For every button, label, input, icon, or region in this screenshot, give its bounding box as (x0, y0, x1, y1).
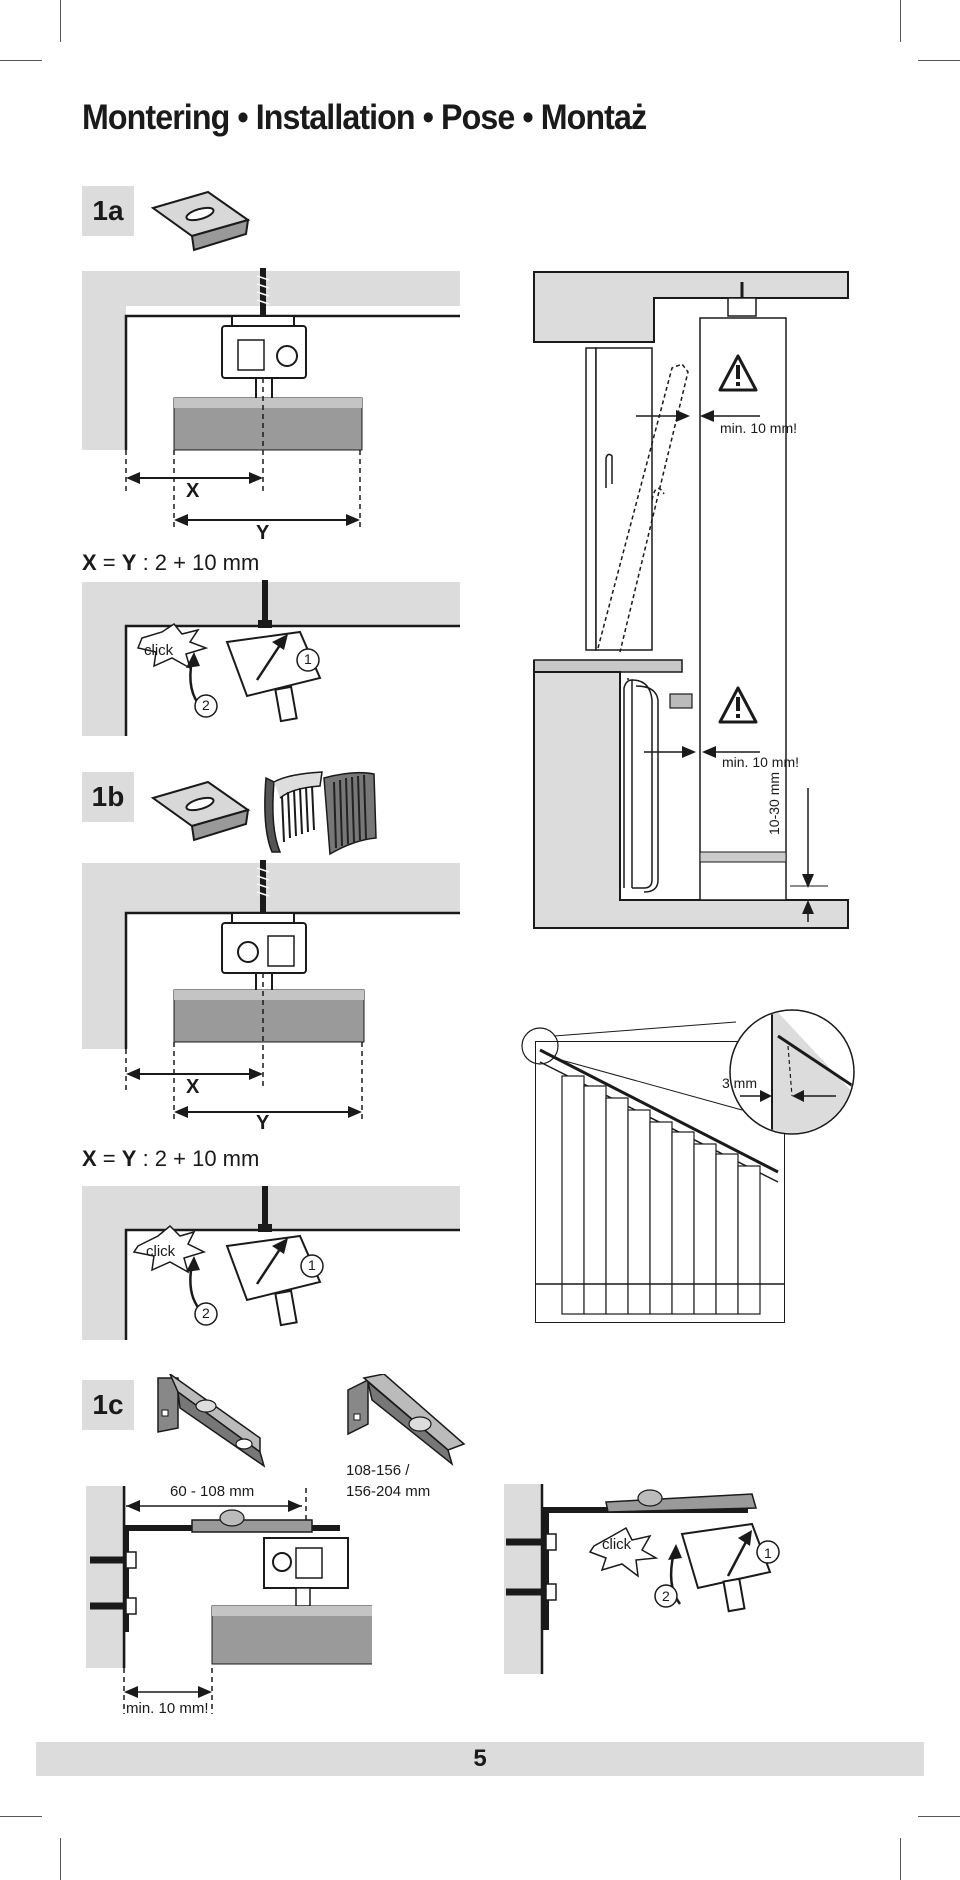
end-cap-icon (264, 771, 377, 856)
diagram-1c-click (504, 1484, 780, 1674)
crop-mark (60, 1838, 61, 1880)
formula-1b: X = Y : 2 + 10 mm (82, 1146, 260, 1171)
step-label-1c: 1c (82, 1380, 134, 1430)
step-number-1: 1 (764, 1545, 772, 1561)
gap-label: 3 mm (722, 1075, 757, 1091)
diagram-1a-click (82, 580, 460, 736)
step-label-1b: 1b (82, 772, 134, 822)
step-label-1a: 1a (82, 186, 134, 236)
diagram-1b-measure (82, 860, 460, 1122)
diagram-1b-click (82, 1186, 460, 1340)
crop-mark (918, 1816, 960, 1817)
step-number-2: 2 (662, 1588, 670, 1604)
click-burst-text: click (602, 1536, 632, 1553)
page-title: Montering • Installation • Pose • Montaż (82, 98, 647, 137)
screw-icon (90, 1551, 137, 1569)
step-number-1: 1 (308, 1257, 316, 1273)
page-number-bar: 5 (36, 1742, 924, 1776)
crop-mark (0, 1816, 42, 1817)
wall-bracket-icon (347, 1374, 466, 1467)
bracket-distance-label: 60 - 108 mm (170, 1483, 255, 1500)
crop-mark (900, 1838, 901, 1880)
click-burst-text: click (144, 642, 174, 659)
label-y: Y (256, 1112, 270, 1134)
wall-bracket-icon (157, 1374, 266, 1468)
label-x: X (186, 1076, 200, 1098)
label-y: Y (256, 522, 270, 544)
diagram-1a-measure (82, 268, 460, 530)
bracket-size-2: 156-204 mm (346, 1483, 431, 1500)
crop-mark (60, 0, 61, 42)
clearance-label-bottom: min. 10 mm! (722, 754, 800, 770)
click-burst-text: click (146, 1243, 176, 1260)
formula-1a: X = Y : 2 + 10 mm (82, 550, 260, 575)
height-range-label: 10-30 mm (766, 771, 782, 835)
crop-mark (918, 60, 960, 61)
clearance-label-top: min. 10 mm! (720, 420, 798, 436)
step-number-2: 2 (202, 697, 210, 713)
diagram-sloped (521, 1009, 855, 1323)
step-number-1: 1 (304, 651, 312, 667)
label-x: X (186, 480, 200, 502)
step-number-2: 2 (202, 1305, 210, 1321)
screw-icon (256, 268, 270, 316)
bracket-size-1: 108-156 / (346, 1462, 410, 1479)
warning-icon (718, 686, 758, 724)
screw-icon (90, 1597, 137, 1615)
crop-mark (0, 60, 42, 61)
diagram-1c-wall (86, 1486, 372, 1714)
warning-icon (718, 354, 758, 392)
diagram-clearance (533, 271, 849, 929)
mounting-plate-icon (150, 190, 251, 252)
wall-clearance-label: min. 10 mm! (126, 1700, 209, 1717)
crop-mark (900, 0, 901, 42)
mounting-plate-icon (150, 780, 251, 842)
page-number: 5 (473, 1745, 487, 1772)
